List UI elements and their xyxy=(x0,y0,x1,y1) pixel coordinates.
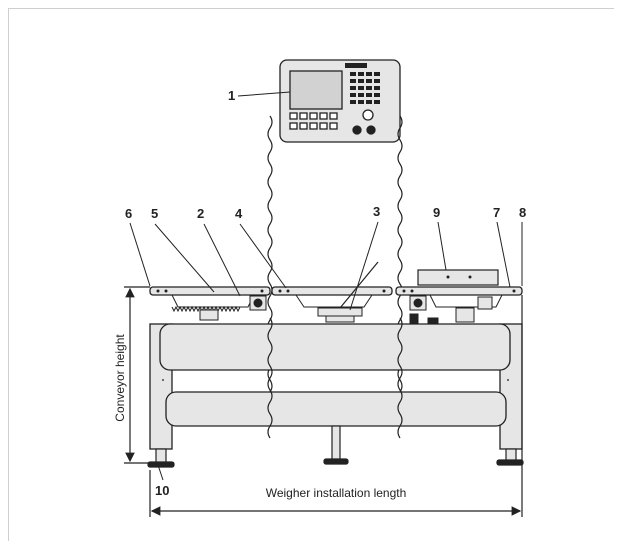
callout-8: 8 xyxy=(519,205,526,220)
callout-4: 4 xyxy=(235,206,243,221)
stop-button xyxy=(366,125,376,135)
callout-3: 3 xyxy=(373,204,380,219)
support-column xyxy=(267,115,403,417)
start-button xyxy=(352,125,362,135)
callout-5: 5 xyxy=(151,206,158,221)
installation-length-label: Weigher installation length xyxy=(266,486,407,500)
column-break-lines xyxy=(267,317,403,439)
belt-mechanics xyxy=(171,261,503,325)
load-cell xyxy=(317,307,363,317)
callout-9: 9 xyxy=(433,205,440,220)
callout-2: 2 xyxy=(197,206,204,221)
height-dimension xyxy=(124,286,150,464)
conveyor-belts xyxy=(149,286,523,296)
diagram-frame xyxy=(8,8,614,541)
callout-7: 7 xyxy=(493,205,500,220)
brand-logo xyxy=(345,63,367,68)
length-dimension xyxy=(149,295,523,517)
photo-sensor-box xyxy=(417,269,499,286)
callout-10: 10 xyxy=(155,483,169,498)
nav-knob xyxy=(362,109,374,121)
callout-6: 6 xyxy=(125,206,132,221)
control-terminal xyxy=(279,59,401,143)
adjustable-feet xyxy=(147,425,524,468)
keypad-grid xyxy=(350,72,380,104)
conveyor-height-label: Conveyor height xyxy=(113,334,127,422)
function-keys xyxy=(289,112,338,130)
callout-1: 1 xyxy=(228,88,235,103)
leader-lines xyxy=(129,91,523,481)
